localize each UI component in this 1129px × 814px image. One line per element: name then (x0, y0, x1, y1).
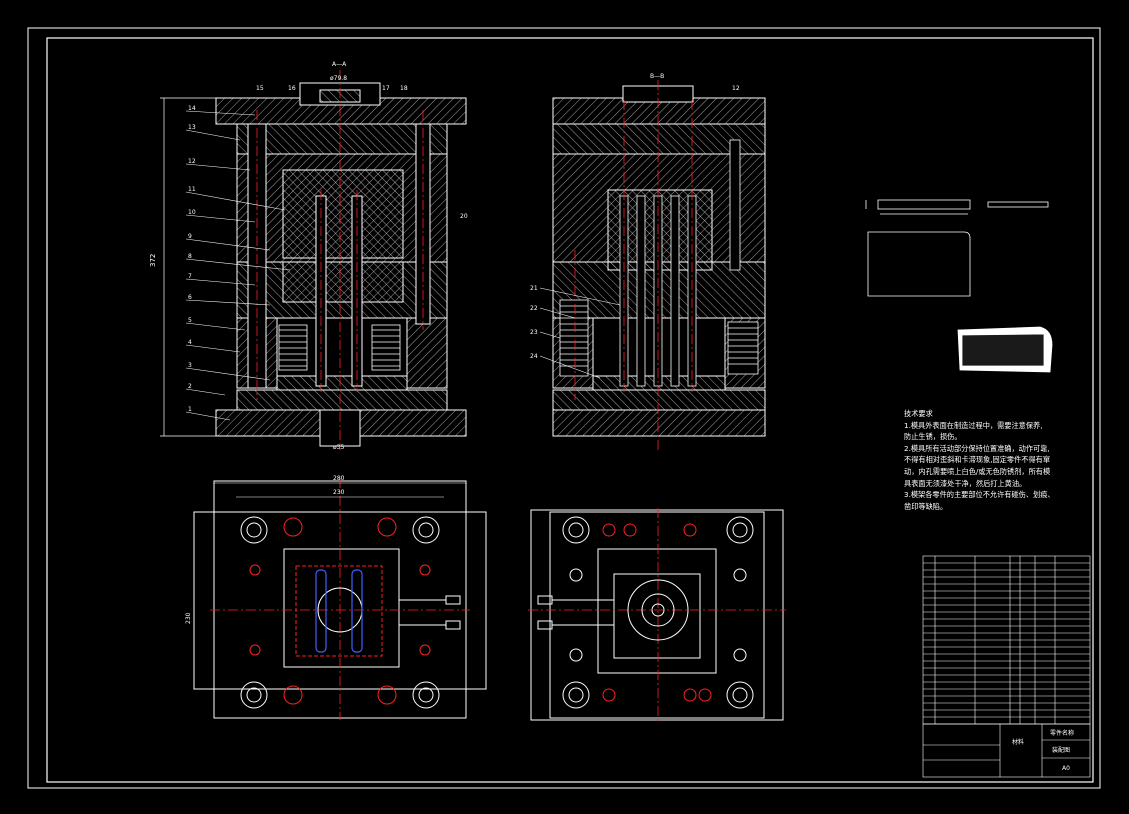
callout-7: 7 (188, 273, 192, 280)
section-aa-label: A—A (332, 61, 347, 68)
side-dimension: 230 (185, 612, 192, 624)
top-diameter-dimension: ø79.8 (330, 75, 347, 82)
notes-line-4: 不得有相对歪斜和卡滞现象,固定零件不得有窜 (904, 455, 1051, 465)
callouts-left (185, 110, 291, 421)
callout-24: 24 (530, 353, 538, 360)
sheet-border-outer (27, 27, 1101, 789)
callout-15: 15 (256, 85, 264, 92)
callout-2: 2 (188, 383, 192, 390)
callout-4: 4 (188, 339, 192, 346)
section-bb-label: B—B (650, 73, 664, 80)
callout-3: 3 (188, 362, 192, 369)
part-sketches (865, 199, 1053, 373)
callout-5: 5 (188, 317, 192, 324)
title-sheet-size: A0 (1062, 765, 1070, 772)
notes-title: 技术要求 (904, 409, 933, 418)
title-drawing-name: 装配图 (1052, 746, 1070, 754)
plan-view-moving (528, 508, 786, 722)
callout-22: 22 (530, 305, 538, 312)
notes-line-1: 1.模具外表面在制造过程中，需要注意保养, (904, 420, 1043, 430)
callout-20: 20 (460, 213, 468, 220)
notes-line-5: 动，内孔需要喷上白色/或无色防锈剂，所有模 (904, 466, 1051, 476)
callout-23: 23 (530, 329, 538, 336)
callout-14: 14 (188, 105, 196, 112)
notes-line-2: 防止生锈，损伤。 (904, 432, 962, 442)
callout-11: 11 (188, 186, 196, 193)
height-dimension: 372 (149, 254, 157, 267)
section-aa-view: A—A (149, 61, 468, 451)
callout-16: 16 (288, 85, 296, 92)
notes-line-7: 3.模架各零件的主要部位不允许有碰伤、划痕、 (904, 490, 1055, 500)
callout-10: 10 (188, 209, 196, 216)
outer-width-dimension: 280 (333, 475, 345, 482)
callout-12: 12 (188, 158, 196, 165)
callout-13: 13 (188, 124, 196, 131)
callout-bb-12: 12 (732, 85, 740, 92)
notes-line-6: 具表面无须漆处干净，然后打上黄油。 (904, 478, 1027, 488)
callout-1: 1 (188, 406, 192, 413)
notes-line-8: 凿印等缺陷。 (904, 501, 948, 511)
callout-21: 21 (530, 285, 538, 292)
bill-of-materials (922, 555, 1091, 778)
callout-9: 9 (188, 233, 192, 240)
section-bb-view: B—B 12 (530, 73, 766, 450)
bottom-diameter-dimension: ø35 (333, 444, 344, 451)
callout-17: 17 (382, 85, 390, 92)
callout-6: 6 (188, 294, 192, 301)
title-material: 材料 (1012, 738, 1024, 746)
inner-width-dimension: 230 (333, 489, 345, 496)
plan-view-fixed: 280 230 230 (185, 475, 487, 720)
callout-8: 8 (188, 253, 192, 260)
callout-18: 18 (400, 85, 408, 92)
title-part-name: 零件名称 (1050, 729, 1074, 737)
sheet-border-inner (46, 37, 1094, 783)
technical-requirements: 技术要求 1.模具外表面在制造过程中，需要注意保养, 防止生锈，损伤。 2.模具… (904, 408, 1104, 512)
notes-line-3: 2.模具所有活动部分保持位置准确，动作可靠, (904, 443, 1050, 453)
